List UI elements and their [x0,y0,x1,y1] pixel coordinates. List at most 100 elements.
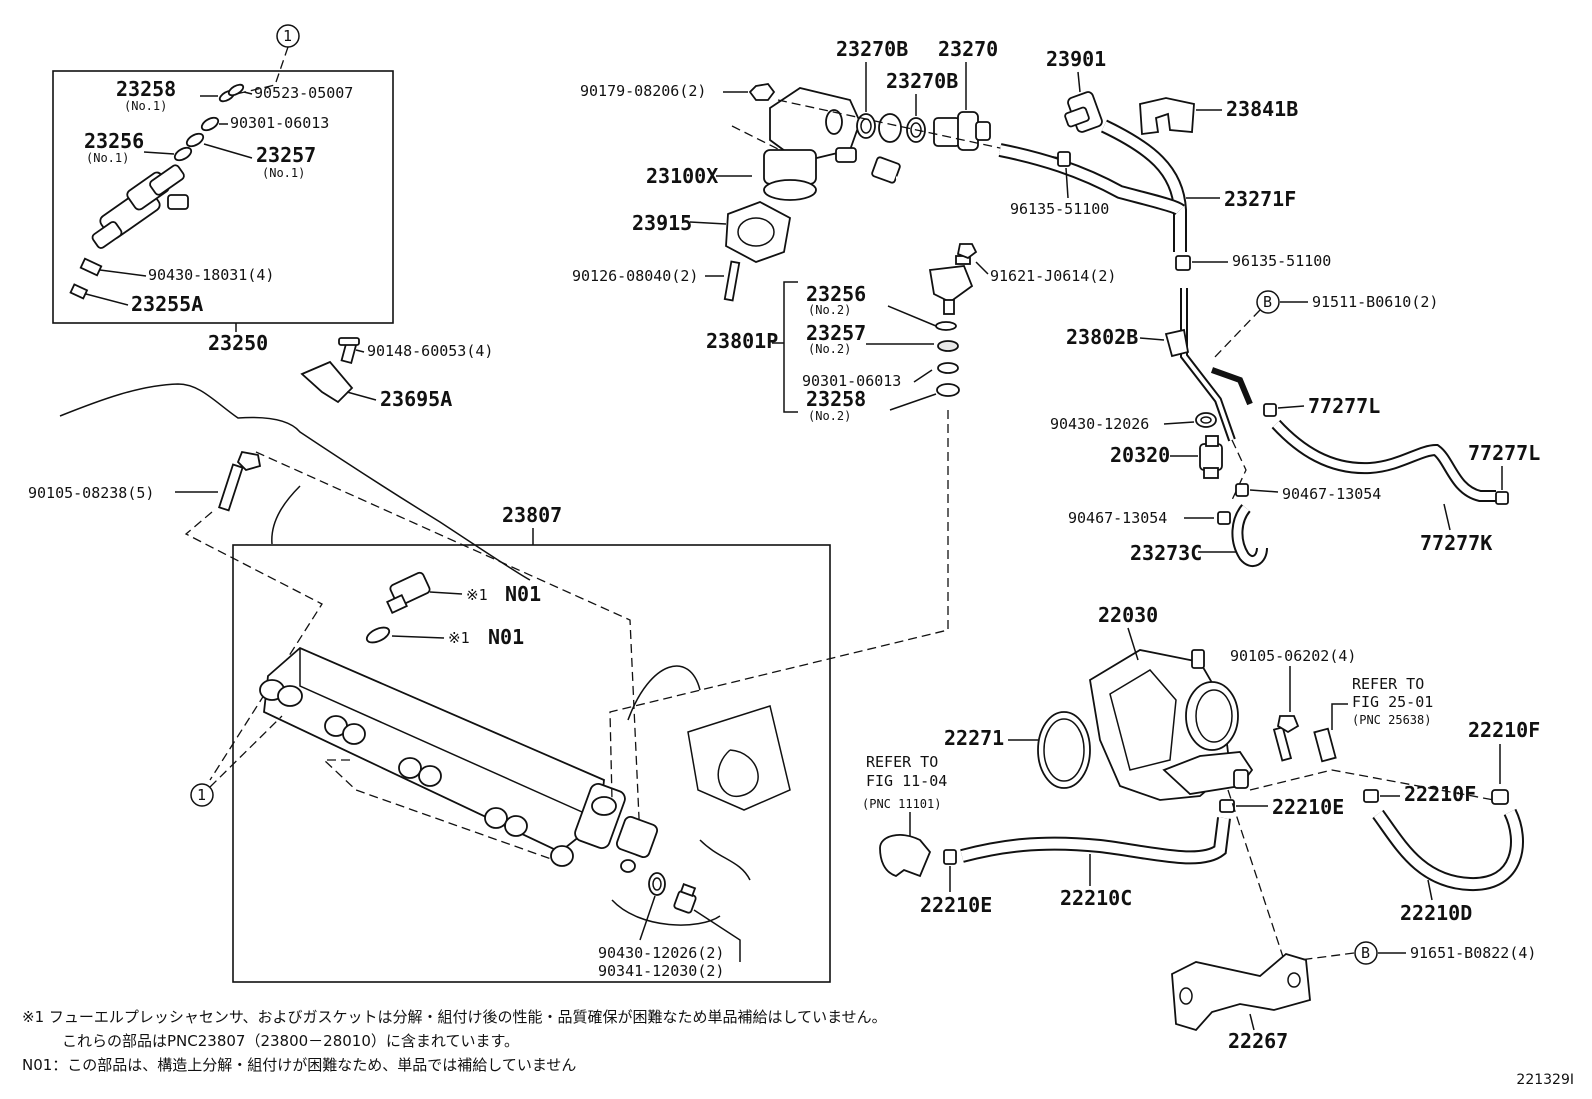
footnote-line-3: N01：この部品は、構造上分解・組付けが困難なため、単品では補給していません [22,1056,577,1074]
mark-1-b: ※1 [448,629,470,647]
callout-77277L-a: 77277L [1308,394,1380,418]
plug-90341-12030 [673,883,697,914]
callout-77277K: 77277K [1420,531,1492,555]
callout-91511-B0610: 91511-B0610(2) [1312,293,1438,311]
clip-96135-b [1175,255,1191,271]
callout-23256-no2-sub: (No.2) [808,303,851,317]
clip-90467-a [1235,483,1249,497]
gasket-22271 [1037,711,1091,789]
o-ring-90301-b [937,362,959,374]
callout-23258-no2: 23258 [806,387,866,411]
callout-23257-no2-sub: (No.2) [808,342,851,356]
refer-fig-25-01-line2: FIG 25-01 [1352,693,1433,711]
callout-90148-60053: 90148-60053(4) [367,342,493,360]
callout-90179-08206: 90179-08206(2) [580,82,706,100]
gasket-90430-12026 [1195,412,1217,428]
callout-23258-no2-sub: (No.2) [808,409,851,423]
callout-90301-06013-a: 90301-06013 [230,114,329,132]
clip-22210E-a [1219,799,1235,813]
engine-outline [59,383,531,581]
callout-23802B: 23802B [1066,325,1138,349]
seal-23255A [69,283,89,300]
callout-90105-08238: 90105-08238(5) [28,484,154,502]
callout-96135-51100-a: 96135-51100 [1010,200,1109,218]
callout-23271F: 23271F [1224,187,1296,211]
clip-22210F-a [1491,789,1509,805]
callout-90430-18031: 90430-18031(4) [148,266,274,284]
callout-22210E-a: 22210E [1272,795,1344,819]
gasket-sensor [365,626,391,644]
callout-90341-12030: 90341-12030(2) [598,962,724,980]
figure-id: 221329I [1516,1072,1574,1088]
callout-23255A: 23255A [131,292,203,316]
footnote-line-1: ※1 フューエルプレッシャセンサ、およびガスケットは分解・組付け後の性能・品質確… [22,1008,887,1026]
bolt-90105-06202 [1272,715,1300,762]
callout-23801P: 23801P [706,329,778,353]
connector-23901 [1064,91,1103,133]
bracket-23801P [783,281,798,413]
callout-23257-no1: 23257 [256,143,316,167]
clamp-23695A [300,337,360,404]
callout-90301-06013-b: 90301-06013 [802,372,901,390]
callout-23695A: 23695A [380,387,452,411]
clip-90467-b [1217,511,1231,525]
ref-circle-B-top [1256,290,1280,314]
callout-90126-08040: 90126-08040(2) [572,267,698,285]
fuel-pressure-valve-23270 [933,111,991,151]
o-ring-90301-a [200,116,220,132]
callout-23258-no1: 23258 [116,77,176,101]
fuel-pipe-23801P [871,156,974,315]
callout-23257-no2: 23257 [806,321,866,345]
callout-23250: 23250 [208,331,268,355]
fuel-pump-23100X [763,87,861,201]
bolt-90179 [748,83,776,101]
ref-circle-B-top-label: B [1263,293,1272,311]
callout-23270: 23270 [938,37,998,61]
callout-91651-B0822: 91651-B0822(4) [1410,944,1536,962]
refer-fig-25-01-line1: REFER TO [1352,675,1424,693]
bolt-guide-line [184,511,323,781]
seal-23257-no2 [937,340,959,352]
seal-23258-no2 [936,383,960,397]
pipe-to-rail-dash [609,410,949,801]
callout-23901: 23901 [1046,47,1106,71]
o-ring-90523 [227,83,245,97]
refer-fig-25-01-line3: (PNC 25638) [1352,713,1431,727]
callout-23841B: 23841B [1226,97,1298,121]
hose-stub-25638 [1313,727,1337,763]
refer-fig-11-04-line3: (PNC 11101) [862,797,941,811]
ref-circle-B-bottom [1354,941,1378,965]
ref-circle-1-top-label: 1 [283,27,292,45]
ref-leader-1-bottom [209,715,283,788]
clip-23841B [1139,97,1195,136]
callout-96135-51100-b: 96135-51100 [1232,252,1331,270]
bolt-90105-08238 [218,450,262,512]
callout-90430-12026: 90430-12026 [1050,415,1149,433]
footnote-line-2: これらの部品はPNC23807（23800－28010）に含まれています。 [62,1032,519,1050]
callout-23270B-a: 23270B [836,37,908,61]
seal-23256-no2 [935,321,957,331]
callout-90105-06202: 90105-06202(4) [1230,647,1356,665]
callout-90523-05007: 90523-05007 [254,84,353,102]
callout-22267: 22267 [1228,1029,1288,1053]
clip-77277L-a [1263,403,1277,417]
callout-23258-no1-sub: (No.1) [124,99,167,113]
callout-N01-a: N01 [505,582,541,606]
callout-23100X: 23100X [646,164,718,188]
stud-90126 [723,260,741,302]
bolt-91621 [955,243,978,265]
clip-22210E-b [943,849,957,865]
clip-96135-a [1057,151,1071,167]
callout-23273C: 23273C [1130,541,1202,565]
callout-23270B-b: 23270B [886,69,958,93]
injector-kit-group: 1 23258 (No.1) 90523-05007 90301-06013 2… [52,24,394,324]
ref-circle-1-bottom [190,783,214,807]
spacer-23270 [878,113,902,143]
callout-23257-no1-sub: (No.1) [262,166,305,180]
callout-23915: 23915 [632,211,692,235]
grommet-90430-18031 [79,257,103,277]
o-ring-23270B-a [856,113,876,139]
clip-22210F-b [1363,789,1379,803]
ref-circle-B-bottom-label: B [1361,944,1370,962]
